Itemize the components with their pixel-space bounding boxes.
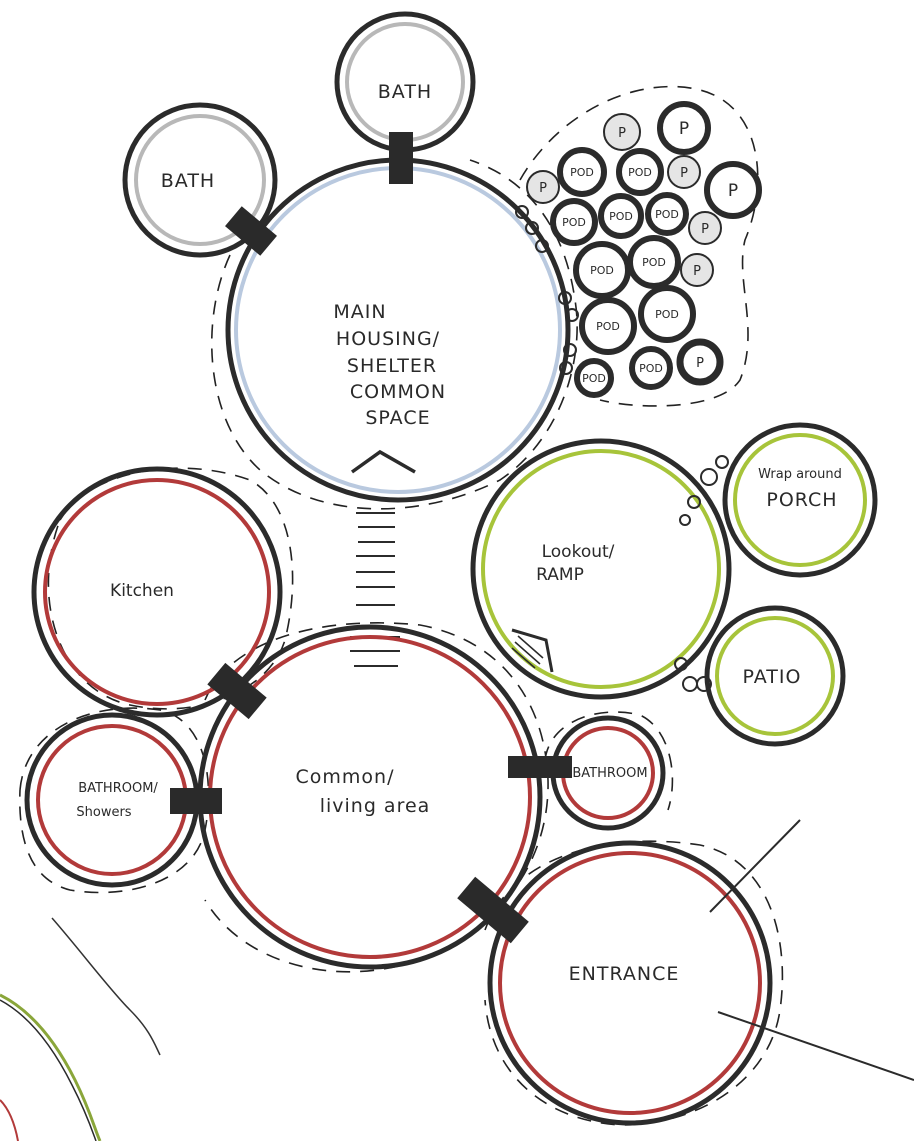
svg-text:POD: POD [562, 216, 586, 229]
porch-room: Wrap around PORCH [722, 422, 878, 578]
lookout-ramp-room: Lookout/ RAMP [470, 438, 732, 700]
svg-text:POD: POD [628, 166, 652, 179]
bathroom-showers-label-1: BATHROOM/ [78, 781, 158, 796]
svg-text:POD: POD [596, 320, 620, 333]
bathroom-label: BATHROOM [572, 766, 647, 781]
svg-text:P: P [679, 119, 689, 139]
pod-node: POD [616, 148, 664, 196]
door-bathroom-showers [170, 788, 222, 814]
entrance-label: ENTRANCE [569, 963, 680, 985]
site-lines [0, 819, 914, 1141]
bath-top-label: BATH [378, 81, 432, 103]
pod-node: POD [573, 241, 631, 299]
svg-text:POD: POD [642, 256, 666, 269]
stair-up-arrow [350, 449, 416, 474]
kitchen-room: Kitchen [31, 466, 283, 718]
door-bath-top [389, 132, 413, 184]
pod-node: P [657, 101, 711, 155]
lookout-label-1: Lookout/ [542, 542, 615, 562]
door-bath-left [225, 206, 277, 256]
pod-node: POD [645, 192, 689, 236]
pod-node: POD [574, 358, 614, 398]
svg-text:POD: POD [582, 372, 606, 385]
pod-node: P [680, 253, 714, 287]
patio-label: PATIO [743, 666, 802, 688]
main-housing-label-4: COMMON [350, 381, 446, 403]
ramp-hatch [511, 635, 544, 669]
svg-text:POD: POD [655, 308, 679, 321]
stair-treads [350, 512, 400, 667]
entrance-room: ENTRANCE [487, 840, 773, 1126]
door-kitchen [207, 662, 267, 720]
pod-node: POD [550, 198, 598, 246]
zone-outline-common [204, 622, 549, 973]
pod-node: POD [557, 147, 607, 197]
main-housing-label-1: MAIN [333, 301, 386, 323]
pod-node: POD [638, 285, 696, 343]
bath-top-room: BATH [334, 11, 476, 153]
porch-label-2: PORCH [766, 489, 837, 511]
zone-outline-pods [519, 85, 759, 407]
pod-node: P [688, 211, 722, 245]
bath-left-room: BATH [122, 102, 278, 258]
svg-text:P: P [696, 356, 704, 371]
outdoor-edge-circles [674, 455, 729, 692]
common-label-1: Common/ [296, 766, 395, 788]
svg-text:POD: POD [609, 210, 633, 223]
patio-room: PATIO [704, 605, 846, 747]
ramp-arrow [511, 628, 554, 673]
pod-node: P [704, 161, 762, 219]
svg-text:P: P [693, 264, 701, 279]
kitchen-label: Kitchen [110, 581, 174, 601]
zone-outline-bathroom [544, 711, 674, 811]
pod-node: POD [629, 346, 673, 390]
svg-text:P: P [618, 126, 626, 141]
door-entrance [457, 876, 529, 944]
lookout-label-2: RAMP [536, 565, 584, 585]
pods-cluster: P P POD POD P P P POD POD POD P POD POD … [526, 101, 762, 398]
pod-node: P [667, 155, 701, 189]
main-housing-label-2: HOUSING/ [336, 328, 440, 350]
svg-text:P: P [680, 166, 688, 181]
svg-text:POD: POD [590, 264, 614, 277]
svg-text:POD: POD [655, 208, 679, 221]
bathroom-showers-label-2: Showers [76, 805, 131, 820]
common-label-2: living area [320, 795, 431, 817]
svg-text:P: P [539, 181, 547, 196]
main-housing-label-5: SPACE [365, 407, 430, 429]
door-bathroom [508, 756, 572, 778]
pod-node: POD [598, 193, 644, 239]
svg-text:P: P [701, 222, 709, 237]
pod-node: P [603, 113, 641, 151]
svg-text:POD: POD [570, 166, 594, 179]
zone-outline-housing [211, 159, 578, 510]
pod-node: POD [627, 235, 681, 289]
svg-text:POD: POD [639, 362, 663, 375]
pod-node: POD [579, 297, 637, 355]
pod-node: P [676, 338, 724, 386]
pod-node: P [526, 170, 560, 204]
svg-text:P: P [728, 181, 738, 201]
housing-edge-circles [515, 205, 579, 375]
bath-left-label: BATH [161, 170, 215, 192]
main-housing-label-3: SHELTER [347, 355, 437, 377]
porch-label-1: Wrap around [758, 467, 842, 482]
